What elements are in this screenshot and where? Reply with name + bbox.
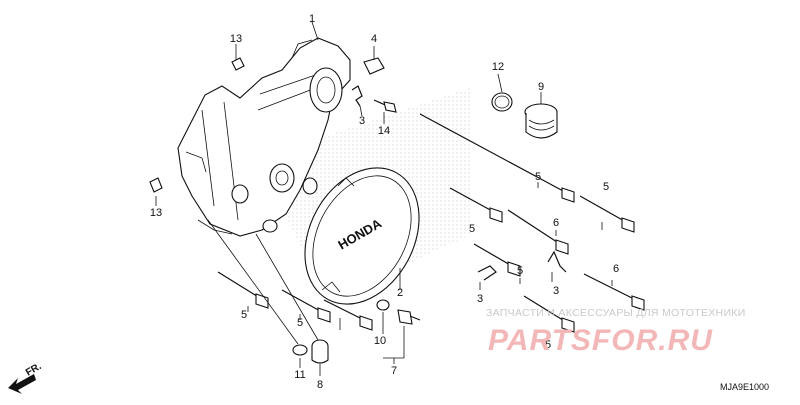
plug-8 [311,339,329,364]
callout-6-b: 6 [613,263,619,275]
washer-10 [376,299,390,311]
bolt-d [579,195,635,233]
direction-label: FR. [24,361,44,379]
callout-10: 10 [374,335,386,347]
diagram-code: MJA9E1000 [720,382,769,392]
callout-6-a: 6 [553,217,559,229]
callout-13-upper: 13 [230,33,242,45]
bolt-f [583,273,645,311]
callout-13-lower: 13 [150,207,162,219]
callout-4: 4 [371,33,377,45]
callout-5-f: 5 [297,317,303,329]
callout-3-right: 3 [553,285,559,297]
crankcase-cover [177,37,351,237]
clip-right [547,250,567,273]
dowel-pin-lower [149,177,163,193]
callout-5-g: 5 [545,339,551,351]
bolts [217,113,645,333]
bolt-e [473,243,521,277]
grommet [363,57,385,75]
callout-9: 9 [538,81,544,93]
clip-middle [477,265,497,281]
watermark-caption: ЗАПЧАСТИ И АКСЕССУАРЫ ДЛЯ МОТОТЕХНИКИ [486,307,746,319]
callout-3-upper: 3 [359,115,365,127]
callout-5-e: 5 [241,309,247,321]
bolt-c [507,209,569,255]
clip-upper [351,85,363,107]
callout-5-d: 5 [517,265,523,277]
outer-cover: HONDA [304,167,420,305]
dowel-pin-upper [231,57,245,71]
filler-cap [524,103,558,139]
watermark-brand: PARTSFOR.RU [488,324,713,357]
bolt-b [449,187,503,223]
bolt-h [281,289,331,323]
callout-labels: 1 2 3 3 3 4 5 5 5 5 5 5 5 6 6 7 8 9 10 1… [150,13,619,391]
callout-12: 12 [492,61,504,73]
callout-5-c: 5 [469,223,475,235]
washer-11 [292,344,308,356]
bolt-j [523,295,575,333]
callout-7: 7 [391,365,397,377]
callout-11: 11 [294,369,305,381]
callout-5-b: 5 [603,181,609,193]
callout-1: 1 [309,13,315,25]
callout-14: 14 [378,125,390,137]
bolt-g [217,271,269,309]
callout-8: 8 [317,379,323,391]
callout-5-a: 5 [535,171,541,183]
callout-2: 2 [397,287,403,299]
leader-lines [155,21,613,376]
callout-3-middle: 3 [477,293,483,305]
bolt-14 [373,99,397,113]
front-direction-arrow: FR. [8,361,44,394]
bolt-a [419,113,575,203]
plug-7 [397,309,421,325]
bolt-i [323,299,373,331]
